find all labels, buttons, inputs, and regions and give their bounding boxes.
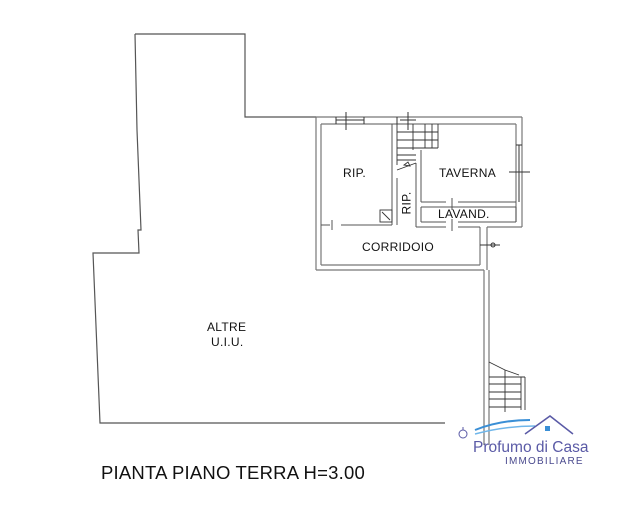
apartment-walls [315, 116, 523, 445]
room-label-altre: ALTRE [207, 320, 247, 334]
room-label-rip-vertical: RIP. [399, 191, 414, 215]
interior-walls [321, 124, 517, 231]
room-label-corridoio: CORRIDOIO [362, 240, 435, 254]
plan-title: PIANTA PIANO TERRA H=3.00 [101, 462, 365, 483]
interior-staircase [396, 124, 439, 171]
agency-logo: Profumo di Casa IMMOBILIARE [455, 412, 635, 467]
exterior-staircase [488, 361, 526, 412]
logo-name: Profumo di Casa [473, 439, 589, 456]
room-label-uiu: U.I.U. [211, 335, 244, 349]
room-label-rip: RIP. [343, 166, 366, 180]
house-wave-icon [458, 415, 574, 439]
altre-uiu-outline [92, 33, 445, 424]
logo-subtitle: IMMOBILIARE [505, 456, 584, 467]
room-label-lavanderia: LAVAND. [438, 207, 490, 221]
windows [335, 112, 530, 248]
shaft-symbol [379, 209, 393, 223]
room-label-taverna: TAVERNA [439, 166, 496, 180]
